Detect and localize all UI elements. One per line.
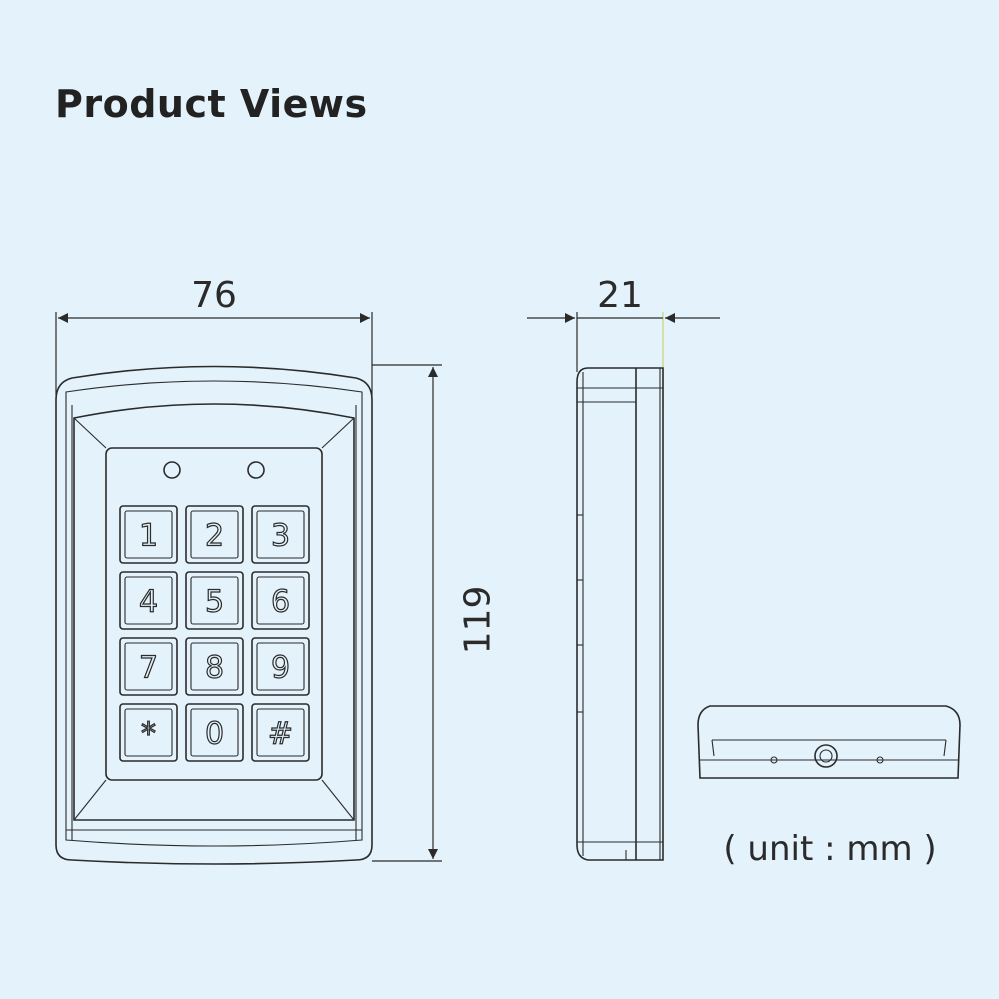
- key-1: 1: [119, 505, 178, 564]
- keypad: 1 2 3 4 5 6 7 8 9 * 0 #: [119, 505, 310, 762]
- key-label: 5: [205, 585, 224, 620]
- key-7: 7: [119, 637, 178, 696]
- key-label: *: [141, 717, 156, 752]
- key-2: 2: [185, 505, 244, 564]
- key-label: 9: [271, 651, 290, 686]
- key-5: 5: [185, 571, 244, 630]
- width-dimension: 76: [55, 275, 373, 395]
- key-4: 4: [119, 571, 178, 630]
- led-indicator-left: [163, 461, 181, 479]
- height-value: 119: [458, 586, 499, 655]
- key-label: #: [268, 717, 293, 752]
- key-label: 8: [205, 651, 224, 686]
- led-indicator-right: [247, 461, 265, 479]
- key-label: 4: [139, 585, 158, 620]
- key-3: 3: [251, 505, 310, 564]
- key-label: 7: [139, 651, 158, 686]
- key-star: *: [119, 703, 178, 762]
- depth-value: 21: [597, 275, 643, 316]
- side-view: [576, 367, 664, 861]
- key-label: 6: [271, 585, 290, 620]
- page-title: Product Views: [55, 82, 368, 126]
- key-0: 0: [185, 703, 244, 762]
- height-dimension: 119: [372, 364, 499, 862]
- bottom-view: [697, 705, 961, 779]
- key-hash: #: [251, 703, 310, 762]
- key-6: 6: [251, 571, 310, 630]
- key-label: 3: [271, 519, 290, 554]
- key-label: 2: [205, 519, 224, 554]
- depth-dimension: 21: [527, 275, 720, 408]
- key-label: 1: [139, 519, 158, 554]
- key-label: 0: [205, 717, 224, 752]
- width-value: 76: [191, 275, 237, 316]
- key-9: 9: [251, 637, 310, 696]
- screw-hole: [814, 744, 838, 768]
- key-8: 8: [185, 637, 244, 696]
- front-view: 1 2 3 4 5 6 7 8 9 * 0 #: [55, 365, 373, 865]
- unit-label: ( unit : mm ): [723, 829, 936, 869]
